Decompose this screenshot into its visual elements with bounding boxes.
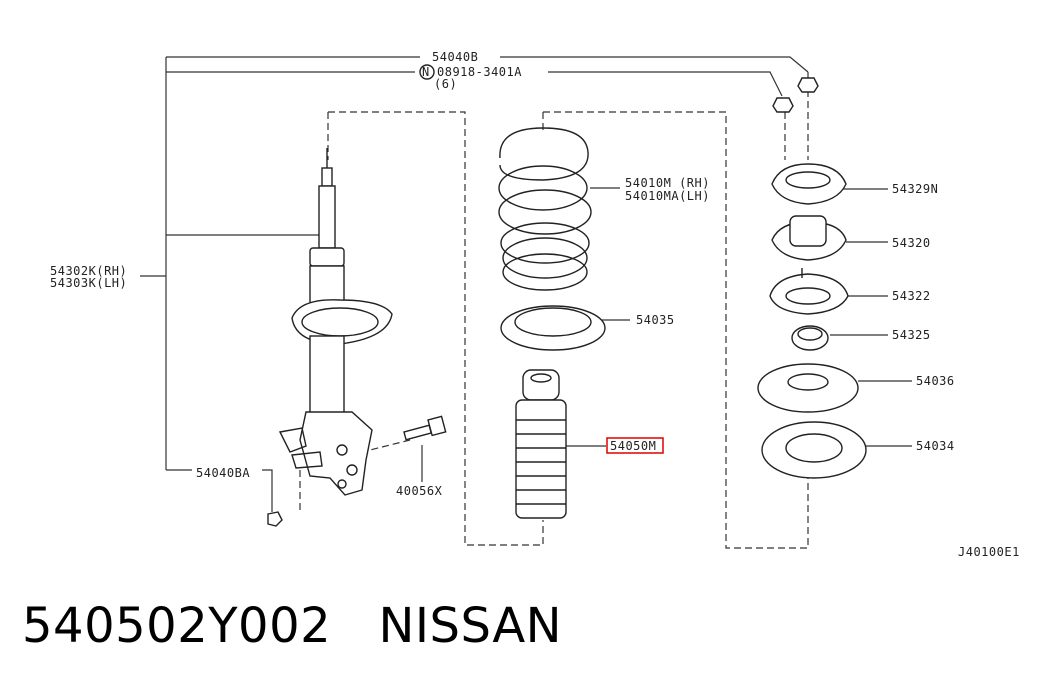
assembly-guides (299, 90, 809, 549)
label-54325: 54325 (892, 328, 931, 342)
bump-stop (515, 369, 567, 519)
top-mount-stack (757, 77, 867, 479)
coil-spring (498, 127, 592, 291)
leader-lines (140, 56, 912, 512)
part-caption: 540502Y002 NISSAN (22, 598, 562, 654)
label-54034: 54034 (916, 439, 955, 453)
label-54010MA: 54010MA(LH) (625, 189, 710, 203)
highlight-box (606, 437, 664, 454)
brand-name: NISSAN (378, 598, 563, 654)
label-54302K: 54302K(RH) (50, 264, 127, 278)
part-labels: 54040B N 08918-3401A (6) 54302K(RH) 5430… (50, 50, 1020, 559)
label-54329N: 54329N (892, 182, 938, 196)
label-54040BA: 54040BA (196, 466, 250, 480)
label-54010M: 54010M (RH) (625, 176, 710, 190)
label-54320: 54320 (892, 236, 931, 250)
part-number: 540502Y002 (22, 598, 332, 654)
label-54040B: 54040B (432, 50, 478, 64)
label-40056X: 40056X (396, 484, 443, 498)
label-54050M: 54050M (610, 439, 656, 453)
label-circle-n: N (422, 65, 430, 79)
label-54322: 54322 (892, 289, 931, 303)
label-08918-3401A: 08918-3401A (437, 65, 522, 79)
spring-seat (500, 305, 606, 351)
strut-assembly (267, 148, 447, 527)
label-quantity: (6) (434, 77, 457, 91)
label-54035: 54035 (636, 313, 675, 327)
exploded-parts-diagram: 54040B N 08918-3401A (6) 54302K(RH) 5430… (50, 50, 1020, 559)
label-54036: 54036 (916, 374, 955, 388)
label-54303K: 54303K(LH) (50, 276, 127, 290)
diagram-id: J40100E1 (958, 545, 1020, 559)
